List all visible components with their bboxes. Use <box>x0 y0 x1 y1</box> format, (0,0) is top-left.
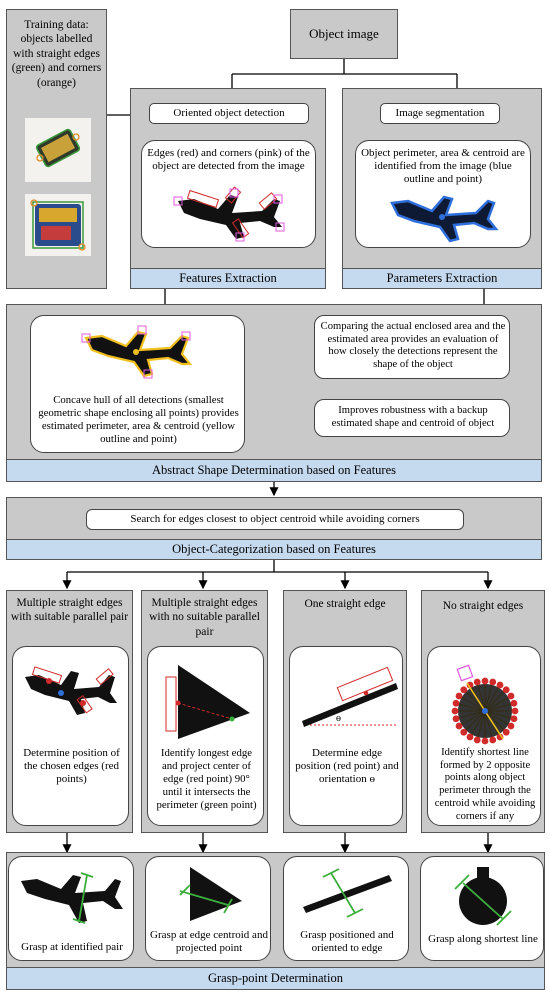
training-image-1 <box>25 118 91 182</box>
grasp-desc: Grasp along shortest line <box>428 933 538 945</box>
category-desc: Determine edge position (red point) and … <box>295 747 399 786</box>
oriented-detection-panel: Oriented object detection Edges (red) an… <box>130 88 326 289</box>
category-no-parallel-pair: Multiple straight edges with no suitable… <box>141 590 268 833</box>
category-parallel-pair: Multiple straight edges with suitable pa… <box>6 590 133 833</box>
abstract-shape-panel: Concave hull of all detections (smallest… <box>6 304 542 482</box>
category-header: One straight edge <box>304 598 386 610</box>
concave-hull-card: Concave hull of all detections (smallest… <box>30 315 245 453</box>
concave-hull-desc: Concave hull of all detections (smallest… <box>38 394 239 445</box>
oriented-detection-title: Oriented object detection <box>149 103 309 124</box>
comparison-desc: Comparing the actual enclosed area and t… <box>320 321 506 371</box>
grasp-card: Grasp along shortest line <box>420 856 544 961</box>
segmentation-card: Object perimeter, area & centroid are id… <box>355 140 531 248</box>
edge-search-box: Search for edges closest to object centr… <box>86 509 464 530</box>
category-desc: Determine position of the chosen edges (… <box>23 747 120 786</box>
categorization-band: Object-Categorization based on Features <box>6 539 542 560</box>
grasp-point-band: Grasp-point Determination <box>6 967 545 990</box>
grasp-stick-figure <box>303 868 392 918</box>
grasp-card: Grasp positioned and oriented to edge <box>283 856 409 961</box>
category-card: Identify shortest line formed by 2 oppos… <box>427 646 541 826</box>
parameters-extraction-band: Parameters Extraction <box>342 268 542 289</box>
category-no-edges: No straight edges Identify shortest line… <box>421 590 545 833</box>
category-desc: Identify shortest line formed by 2 oppos… <box>434 747 536 822</box>
category-card: Determine position of the chosen edges (… <box>12 646 129 826</box>
oriented-detection-desc: Edges (red) and corners (pink) of the ob… <box>147 147 310 173</box>
grasp-card: Grasp at edge centroid and projected poi… <box>145 856 271 961</box>
plane-segmentation-figure <box>390 195 499 243</box>
grasp-triangle-figure <box>179 867 242 921</box>
training-data-label: Training data: objects labelled with str… <box>11 19 102 89</box>
category-header: Multiple straight edges with no suitable… <box>149 597 260 638</box>
category-header: No straight edges <box>442 600 524 612</box>
robustness-desc: Improves robustness with a backup estima… <box>331 405 495 429</box>
grasp-plane-figure <box>21 872 123 924</box>
category-card: Identify longest edge and project center… <box>147 646 264 826</box>
training-data-panel: Training data: objects labelled with str… <box>6 9 107 289</box>
abstract-shape-band: Abstract Shape Determination based on Fe… <box>6 459 542 482</box>
grasp-desc: Grasp at edge centroid and projected poi… <box>150 929 268 955</box>
category-desc: Identify longest edge and project center… <box>156 747 257 811</box>
comparison-card: Comparing the actual enclosed area and t… <box>314 315 510 379</box>
segmentation-panel: Image segmentation Object perimeter, are… <box>342 88 542 289</box>
oriented-detection-card: Edges (red) and corners (pink) of the ob… <box>141 140 316 248</box>
triangle-edge-figure <box>165 665 250 739</box>
category-card: ɵ Determine edge position (red point) an… <box>289 646 403 826</box>
segmentation-title: Image segmentation <box>380 103 500 124</box>
robustness-card: Improves robustness with a backup estima… <box>314 399 510 437</box>
category-header: Multiple straight edges with suitable pa… <box>10 597 129 624</box>
grasp-disc-figure <box>454 867 512 926</box>
grasp-desc: Grasp at identified pair <box>21 941 123 953</box>
grasp-desc: Grasp positioned and oriented to edge <box>300 929 394 955</box>
plane-hull-figure <box>81 325 193 379</box>
features-extraction-band: Features Extraction <box>130 268 326 289</box>
training-image-2 <box>25 194 91 256</box>
theta-symbol: ɵ <box>336 713 341 724</box>
object-image-box: Object image <box>290 9 398 59</box>
stick-edge-figure: ɵ <box>302 666 398 727</box>
segmentation-desc: Object perimeter, area & centroid are id… <box>361 147 525 186</box>
plane-detection-figure <box>173 186 285 242</box>
category-one-edge: One straight edge ɵ Determine edge posit… <box>283 590 407 833</box>
categorization-panel: Search for edges closest to object centr… <box>6 497 542 560</box>
grasp-panel: Grasp at identified pair Grasp at edge c… <box>6 852 545 990</box>
plane-edges-figure <box>25 666 117 715</box>
disc-figure <box>451 664 519 745</box>
grasp-card: Grasp at identified pair <box>8 856 134 961</box>
